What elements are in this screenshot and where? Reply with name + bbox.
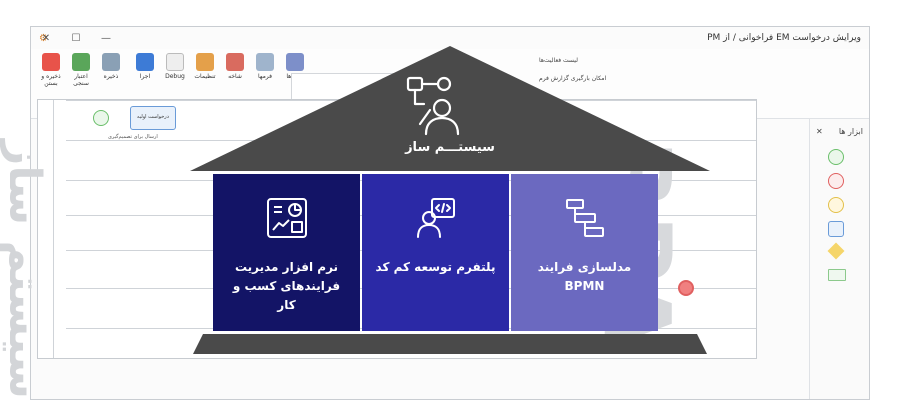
system-saz-watermark: سیستم ساز (0, 140, 50, 399)
ribbon-save-button[interactable]: ذخیره (97, 53, 125, 80)
tools-panel-header: ابزار ها ✕ (810, 119, 869, 144)
intermediate-event-tool[interactable] (828, 197, 844, 213)
pillar-low-code-label: پلتفرم توسعه کم کد (375, 260, 496, 274)
tools-panel-title: ابزار ها (838, 127, 863, 136)
ribbon-forms-button[interactable]: فرمها (251, 53, 279, 80)
ribbon-debug-button[interactable]: Debug (161, 53, 189, 80)
tools-close-icon[interactable]: ✕ (816, 127, 823, 136)
ribbon-save-close-button[interactable]: ذخیره و بستن (37, 53, 65, 87)
ribbon-settings-button[interactable]: تنظیمات (191, 53, 219, 80)
pillar-bpms-label: نرم افزار مدیریت فرایندهای کسب و کار (232, 260, 341, 313)
branch-icon (226, 53, 244, 71)
developer-icon (416, 198, 455, 238)
disk-icon (102, 53, 120, 71)
process-diagram-icon (565, 199, 604, 237)
check-icon (72, 53, 90, 71)
minimize-button[interactable]: — (101, 32, 111, 44)
ribbon-branch-button[interactable]: شاخه (221, 53, 249, 80)
close-button[interactable]: ✕ (41, 32, 51, 44)
data-object-tool[interactable] (828, 269, 846, 281)
task-initial-request[interactable]: درخواست اولیه (130, 106, 176, 130)
settings-icon (196, 53, 214, 71)
ribbon-activity-list-link[interactable]: لیست فعالیت‌ها (539, 57, 578, 64)
ribbon-report-link[interactable]: امکان بارگیری گزارش فرم (539, 75, 607, 82)
save-icon (42, 53, 60, 71)
title-bar: ویرایش درخواست EM فراخوانی / از PM ⚙ (31, 27, 869, 49)
start-event[interactable] (93, 110, 109, 126)
window-controls: ✕ ☐ — (31, 27, 121, 49)
tools-panel: ابزار ها ✕ (809, 119, 869, 399)
roof-title: سیستـــم ساز (405, 140, 495, 155)
gateway-tool[interactable] (827, 242, 845, 260)
end-event[interactable] (678, 280, 694, 296)
form-icon (256, 53, 274, 71)
users-icon (286, 53, 304, 71)
window-title: ویرایش درخواست EM فراخوانی / از PM (707, 33, 861, 43)
pillar-bpms: نرم افزار مدیریت فرایندهای کسب و کار (213, 174, 360, 331)
process-user-icon (406, 76, 460, 136)
start-event-tool[interactable] (828, 149, 844, 165)
house-base (193, 334, 707, 354)
dashboard-icon (266, 198, 307, 238)
pillar-low-code: پلتفرم توسعه کم کد (362, 174, 509, 331)
task-tool[interactable] (828, 221, 844, 237)
maximize-button[interactable]: ☐ (71, 32, 81, 44)
flow-label: ارسال برای تصمیم‌گیری (108, 134, 158, 140)
ribbon-validate-button[interactable]: اعتبار سنجی (67, 53, 95, 87)
pool-label (38, 100, 54, 358)
ribbon-run-button[interactable]: اجرا (131, 53, 159, 80)
gear-icon (136, 53, 154, 71)
end-event-tool[interactable] (828, 173, 844, 189)
pillar-bpmn: مدلسازی فرایند BPMN (511, 174, 658, 331)
pillar-bpmn-label: مدلسازی فرایند BPMN (537, 260, 632, 294)
debug-icon (166, 53, 184, 71)
app-logo-icon: ⚙ (39, 32, 48, 44)
